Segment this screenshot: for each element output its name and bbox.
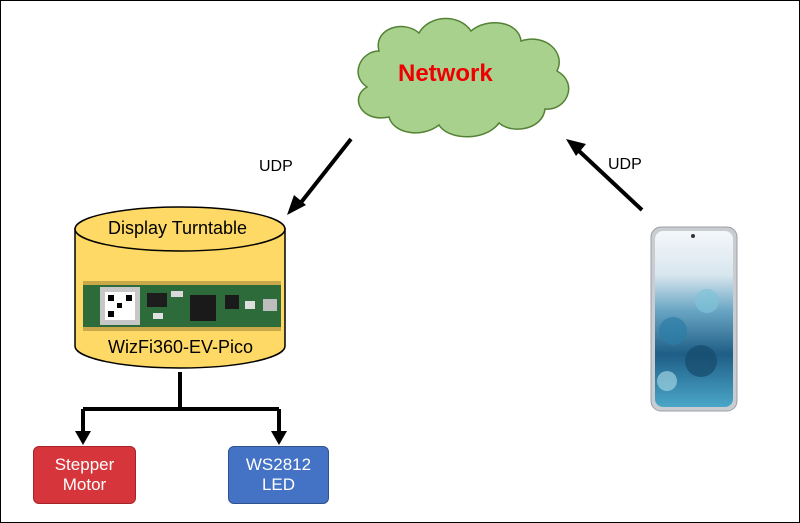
motor-label-line2: Motor [62,475,107,494]
udp-label-right: UDP [608,156,642,173]
stepper-motor-box: Stepper Motor [33,446,136,504]
udp-arrow-to-device [287,137,353,215]
udp-label-left: UDP [259,158,293,175]
smartphone-icon [650,226,738,412]
network-label: Network [398,60,493,87]
led-label-line1: WS2812 [245,455,312,474]
turntable-title: Display Turntable [108,218,248,238]
led-label-line2: LED [261,475,296,494]
output-connectors [75,372,287,445]
motor-label-line1: Stepper [54,455,115,474]
udp-arrow-to-network [566,139,644,212]
board-label: WizFi360-EV-Pico [108,337,254,357]
board-icon [83,281,281,331]
network-cloud [357,17,570,138]
ws2812-led-box: WS2812 LED [228,446,329,504]
